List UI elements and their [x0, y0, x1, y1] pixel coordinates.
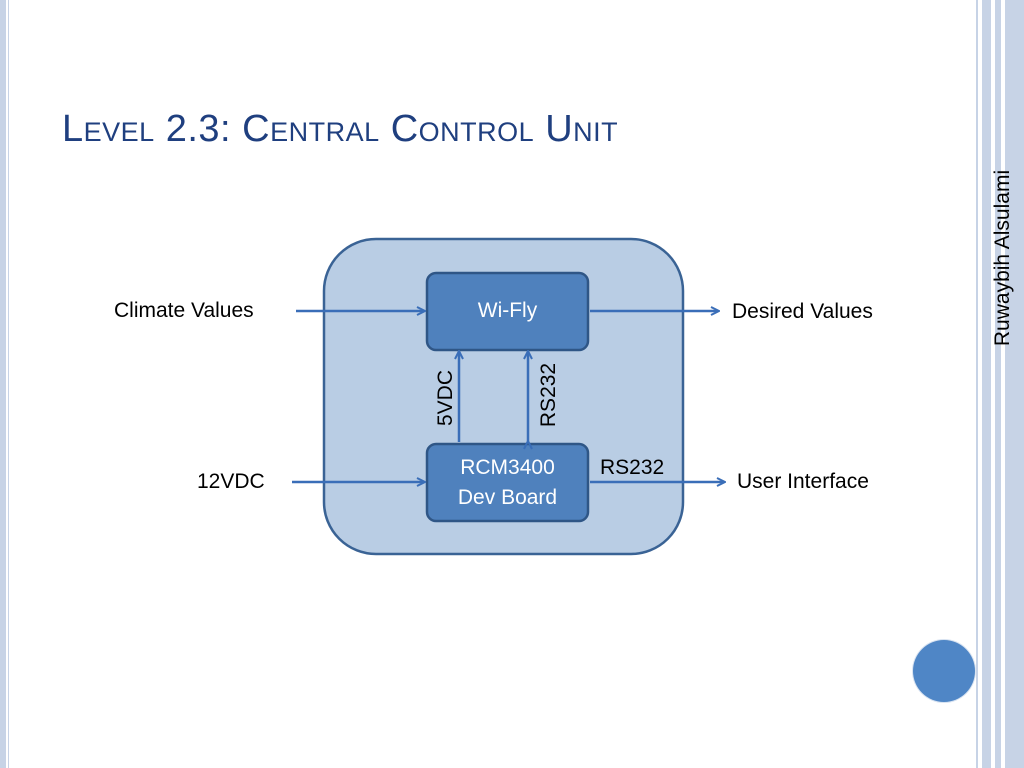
output-ui-label: User Interface — [737, 470, 869, 493]
wifly-label: Wi-Fly — [477, 299, 538, 322]
link-rs232-label: RS232 — [537, 362, 560, 428]
wifly-box — [425, 271, 590, 352]
output-desired-label: Desired Values — [732, 300, 873, 323]
board-box — [425, 442, 590, 523]
link-5vdc-label: 5VDC — [434, 369, 457, 427]
slide-title: Level 2.3: Central Control Unit — [62, 108, 619, 150]
board-label-line2: Dev Board — [457, 486, 558, 509]
left-border-stripe — [0, 0, 6, 768]
control-unit-container — [322, 237, 685, 556]
accent-circle — [913, 640, 975, 702]
left-border-line — [8, 0, 9, 768]
rs232-out-label: RS232 — [600, 456, 665, 479]
right-border-stripes — [976, 0, 1024, 768]
board-label-line1: RCM3400 — [460, 456, 555, 479]
input-power-label: 12VDC — [197, 470, 265, 493]
input-climate-label: Climate Values — [114, 299, 254, 322]
